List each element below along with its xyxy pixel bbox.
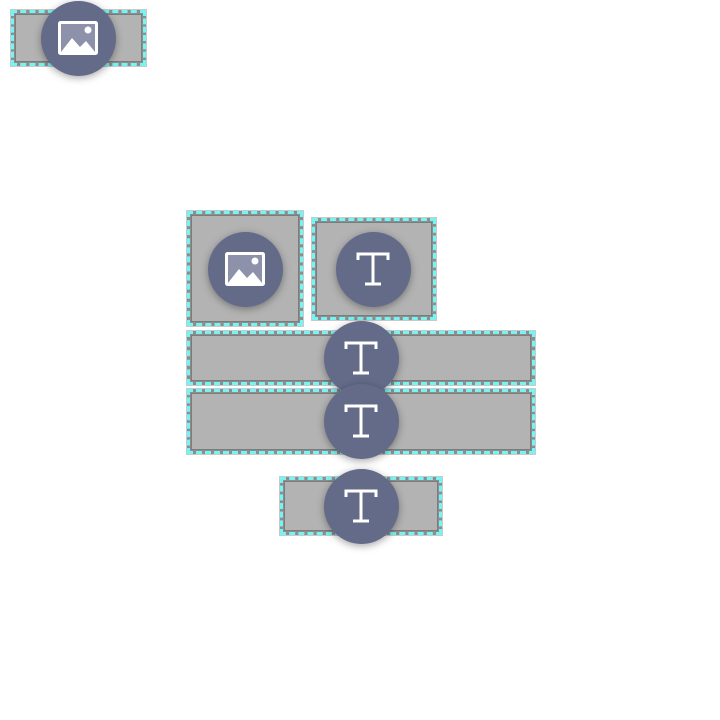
text-icon (344, 489, 378, 523)
text-badge[interactable] (323, 468, 399, 544)
text-icon (344, 404, 378, 438)
image-icon (58, 21, 98, 55)
text-badge[interactable] (335, 231, 411, 307)
text-badge[interactable] (323, 320, 399, 396)
image-badge[interactable] (207, 231, 283, 307)
text-icon (344, 341, 378, 375)
image-badge[interactable] (40, 0, 116, 76)
text-icon (356, 252, 390, 286)
text-badge[interactable] (323, 383, 399, 459)
image-icon (225, 252, 265, 286)
